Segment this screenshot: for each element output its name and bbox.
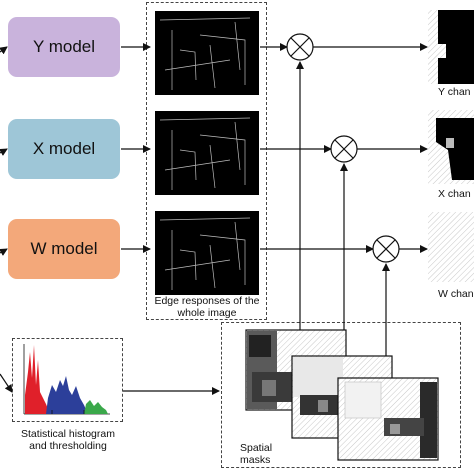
masks-panel-caption: Spatial masks	[240, 442, 284, 466]
edge-panel-caption: Edge responses of the whole image	[148, 295, 266, 319]
histogram-panel-caption: Statistical histogram and thresholding	[4, 428, 132, 452]
w-model-block: W model	[8, 219, 120, 279]
multiplier-w	[372, 235, 400, 263]
edge-caption-line1: Edge responses of the	[154, 295, 260, 307]
histogram-blue-region	[46, 376, 88, 414]
multiplier-x	[330, 135, 358, 163]
y-model-block: Y model	[8, 17, 120, 77]
multiplier-to-output-arrows	[313, 43, 428, 253]
y-model-label: Y model	[32, 37, 96, 56]
histogram-panel	[12, 338, 123, 422]
histogram-chart	[23, 344, 110, 415]
edge-image-y	[155, 11, 259, 95]
spatial-mask-3	[337, 377, 439, 461]
output-y-label: Y chan	[438, 86, 471, 98]
histogram-caption-line1: Statistical histogram	[21, 428, 115, 440]
edge-caption-line2: whole image	[177, 307, 237, 319]
histogram-red-region	[25, 345, 50, 414]
edge-image-x	[155, 111, 259, 195]
output-x-label: X chan	[438, 188, 471, 200]
output-y-image	[428, 10, 474, 84]
histogram-caption-line2: and thresholding	[29, 440, 107, 452]
output-w-label: W chan	[438, 288, 474, 300]
edge-image-w	[155, 211, 259, 295]
x-model-label: X model	[32, 139, 96, 158]
histogram-green-region	[84, 400, 108, 414]
output-w-image	[428, 212, 474, 282]
model-to-edge-arrows	[121, 43, 151, 253]
x-model-block: X model	[8, 119, 120, 179]
w-model-label: W model	[30, 239, 98, 258]
spatial-masks-panel	[221, 322, 461, 468]
edge-responses-panel	[146, 2, 267, 320]
output-x-image	[428, 110, 474, 184]
multiplier-y	[286, 33, 314, 61]
edge-to-multiplier-arrows	[260, 43, 374, 253]
masks-caption-line2: masks	[240, 454, 271, 466]
input-arrows	[0, 46, 13, 393]
masks-caption-line1: Spatial	[240, 442, 273, 454]
